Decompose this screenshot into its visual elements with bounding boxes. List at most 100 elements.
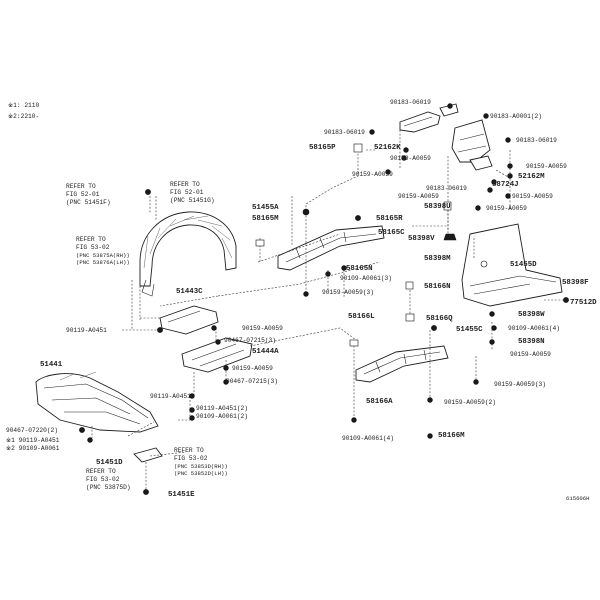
bracket-upper-detail bbox=[403, 116, 433, 127]
ref-53875D-line3: (PNC 53875D) bbox=[86, 484, 131, 491]
label-90159-a0059-d: 90159-A0059 bbox=[398, 193, 439, 200]
label-90159-a0059-a: 90159-A0059 bbox=[390, 155, 431, 162]
plate-51444A-detail bbox=[191, 343, 245, 367]
label-58398V: 58398V bbox=[408, 235, 435, 243]
label-52162K: 52162K bbox=[374, 144, 401, 152]
ref-53875A-line4: (PNC 53876A(LH)) bbox=[76, 259, 130, 266]
bolt-icon bbox=[143, 489, 149, 495]
label-51451E: 51451E bbox=[168, 491, 195, 499]
label-90159-a0059-g: 90159-A0059 bbox=[510, 351, 551, 358]
member-58166A bbox=[355, 345, 449, 383]
label-58398N: 58398N bbox=[518, 338, 545, 346]
bolt-icon bbox=[189, 415, 195, 421]
legend-line-2: ※2:2210- bbox=[8, 113, 39, 120]
clip-icon bbox=[353, 143, 363, 153]
bolt-icon bbox=[473, 379, 479, 385]
bolt-icon bbox=[223, 365, 229, 371]
bolt-icon bbox=[427, 397, 433, 403]
ref-53875D-line1: REFER TO bbox=[86, 468, 116, 475]
ref-53875A-line3: (PNC 53875A(RH)) bbox=[76, 252, 130, 259]
label-90183-06019-left: 90183-06019 bbox=[324, 129, 365, 136]
legend-line-1: ※1: 2110 bbox=[8, 102, 39, 109]
bolt-icon bbox=[369, 129, 375, 135]
label-58166A: 58166A bbox=[366, 398, 393, 406]
panel-58398F bbox=[461, 223, 563, 307]
part-drawings bbox=[35, 103, 563, 463]
bolt-icon bbox=[483, 113, 489, 119]
bolt-icon bbox=[563, 297, 569, 303]
grommet-icon bbox=[480, 260, 488, 268]
bolt-icon bbox=[505, 193, 511, 199]
bolt-icon bbox=[507, 173, 513, 179]
label-90467-07215-3a: 90467-07215(3) bbox=[224, 337, 276, 344]
label-90467-07220-2: 90467-07220(2) bbox=[6, 427, 58, 434]
label-58166Q: 58166Q bbox=[426, 315, 453, 323]
bolt-icon bbox=[385, 169, 391, 175]
bolt-icon bbox=[355, 215, 361, 221]
ref-51451G-line1: REFER TO bbox=[170, 181, 200, 188]
bolt-icon bbox=[489, 311, 495, 317]
plate-51443C bbox=[159, 305, 219, 335]
bolt-icon bbox=[223, 379, 229, 385]
bolt-icon bbox=[351, 417, 357, 423]
label-58166N: 58166N bbox=[424, 283, 451, 291]
bolt-icon bbox=[427, 433, 433, 439]
label-52162M: 52162M bbox=[518, 173, 545, 181]
clip-icon bbox=[255, 239, 265, 247]
label-51455C: 51455C bbox=[456, 326, 483, 334]
bolt-icon bbox=[145, 189, 151, 195]
bracket-52162M bbox=[451, 119, 491, 163]
label-51455D: 51455D bbox=[510, 261, 537, 269]
label-58165N: 58165N bbox=[346, 265, 373, 273]
bolt-icon bbox=[341, 265, 347, 271]
fasteners bbox=[79, 103, 569, 495]
label-51441: 51441 bbox=[40, 361, 63, 369]
bracket-upper bbox=[399, 111, 441, 133]
label-90109-a0061-d: ※2 90109-A0061 bbox=[6, 445, 60, 452]
bolt-icon bbox=[211, 325, 217, 331]
label-90183-a0001: 90183-A0001(2) bbox=[490, 113, 542, 120]
label-90159-a0059-left: 90159-A0059 bbox=[242, 325, 283, 332]
bolt-icon bbox=[303, 291, 309, 297]
clip-icon bbox=[443, 201, 452, 211]
bolt-icon bbox=[489, 339, 495, 345]
bracket-52162M-tab bbox=[469, 155, 493, 171]
label-90159-a0059-c: 90159-A0059 bbox=[352, 171, 393, 178]
ref-51451G-line3: (PNC 51451G) bbox=[170, 197, 215, 204]
bolt-icon bbox=[507, 163, 513, 169]
label-90159-a0059-f: 90159-A0059 bbox=[486, 205, 527, 212]
bolt-icon bbox=[431, 325, 437, 331]
bolt-icon bbox=[491, 179, 497, 185]
bolt-icon bbox=[403, 147, 409, 153]
label-90159-a0059-left2: 90159-A0059 bbox=[232, 365, 273, 372]
label-90159-a0059-3: 90159-A0059(3) bbox=[322, 289, 374, 296]
label-58165M: 58165M bbox=[252, 215, 279, 223]
bolt-icon bbox=[401, 155, 407, 161]
clip-icon bbox=[405, 313, 415, 322]
label-90119-a0451-b: 90119-A0451 bbox=[150, 393, 191, 400]
label-90109-a0061-4-bottom: 90109-A0061(4) bbox=[342, 435, 394, 442]
label-51444A: 51444A bbox=[252, 348, 279, 356]
clip-icon bbox=[349, 339, 359, 347]
ref-53875D-line2: FIG 53-02 bbox=[86, 476, 120, 483]
bolt-icon bbox=[79, 427, 85, 433]
label-90159-a0059-3b: 90159-A0059(3) bbox=[494, 381, 546, 388]
clip-icon bbox=[405, 281, 414, 290]
ref-53875A-line2: FIG 53-02 bbox=[76, 244, 110, 251]
plate-51443C-detail bbox=[167, 310, 201, 323]
label-51455A: 51455A bbox=[252, 204, 279, 212]
label-58724J: 58724J bbox=[492, 181, 519, 189]
bolt-icon bbox=[87, 437, 93, 443]
bracket-52162M-detail bbox=[457, 133, 487, 153]
bolt-icon bbox=[215, 339, 221, 345]
ref-51451F-line1: REFER TO bbox=[66, 183, 96, 190]
label-90159-a0059-2: 90159-A0059(2) bbox=[444, 399, 496, 406]
ref-51451G-line2: FIG 52-01 bbox=[170, 189, 204, 196]
bracket-51451D bbox=[133, 447, 163, 463]
bolt-icon bbox=[475, 205, 481, 211]
label-90183-06019-right: 90183-06019 bbox=[516, 137, 557, 144]
bolt-icon bbox=[189, 407, 195, 413]
leader-lines bbox=[91, 130, 566, 492]
label-58165R: 58165R bbox=[376, 215, 403, 223]
